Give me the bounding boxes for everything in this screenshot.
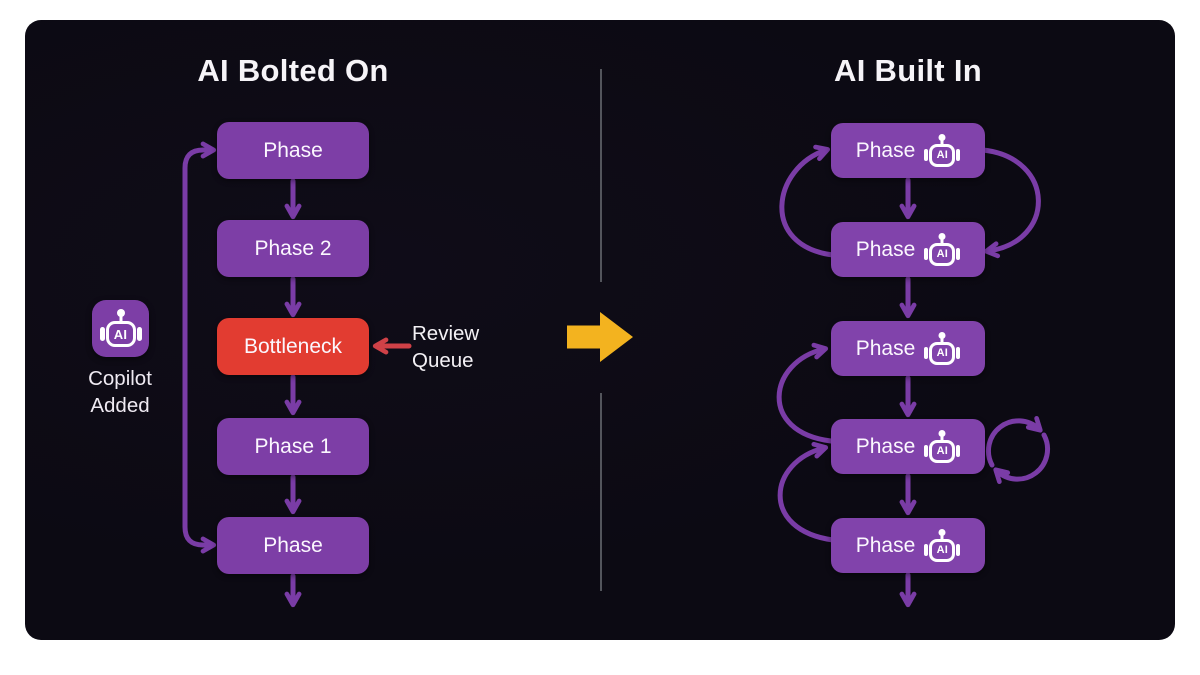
robot-head: AI xyxy=(929,440,956,463)
robot-ear-right xyxy=(956,544,961,556)
copilot-added-label: Copilot Added xyxy=(88,367,152,417)
robot-ear-left xyxy=(924,544,929,556)
phase-box: Phase xyxy=(217,122,369,179)
phase-box-ai: Phase AI xyxy=(831,123,985,178)
robot-antenna-stem xyxy=(119,316,122,322)
right-column-title: AI Built In xyxy=(834,53,982,88)
phase-box-ai: Phase AI xyxy=(831,419,985,474)
robot-ear-left xyxy=(924,347,929,359)
robot-ear-left xyxy=(924,445,929,457)
robot-ear-right xyxy=(956,445,961,457)
bottleneck-box: Bottleneck xyxy=(217,318,369,375)
phase-box: Phase 1 xyxy=(217,418,369,475)
robot-ear-right xyxy=(956,149,961,161)
ai-robot-icon: AI xyxy=(924,529,961,562)
ai-robot-icon: AI xyxy=(924,233,961,266)
robot-antenna-dot xyxy=(938,430,946,437)
ai-robot-icon: AI xyxy=(924,134,961,167)
robot-antenna-stem xyxy=(940,338,944,343)
robot-antenna-dot xyxy=(116,309,125,317)
robot-head: AI xyxy=(929,243,956,266)
phase-box-ai: Phase AI xyxy=(831,222,985,277)
review-queue-label: Review Queue xyxy=(412,322,480,372)
robot-antenna-stem xyxy=(940,239,944,244)
phase-box: Phase 2 xyxy=(217,220,369,277)
copilot-app-icon: AI xyxy=(92,300,149,357)
robot-antenna-stem xyxy=(940,436,944,441)
phase-box: Phase xyxy=(217,517,369,574)
ai-robot-icon: AI xyxy=(924,332,961,365)
robot-head: AI xyxy=(929,342,956,365)
robot-ear-left xyxy=(99,327,105,341)
robot-antenna-dot xyxy=(938,233,946,240)
ai-robot-icon: AI xyxy=(924,430,961,463)
left-column-title: AI Bolted On xyxy=(197,53,389,88)
dark-panel xyxy=(25,20,1175,640)
robot-ear-right xyxy=(956,347,961,359)
robot-ear-right xyxy=(956,248,961,260)
robot-ear-left xyxy=(924,149,929,161)
robot-head: AI xyxy=(929,144,956,167)
ai-robot-icon: AI xyxy=(99,309,142,348)
phase-box-ai: Phase AI xyxy=(831,518,985,573)
robot-antenna-dot xyxy=(938,529,946,536)
robot-antenna-stem xyxy=(940,140,944,145)
robot-antenna-stem xyxy=(940,535,944,540)
phase-box-ai: Phase AI xyxy=(831,321,985,376)
robot-ear-left xyxy=(924,248,929,260)
robot-ear-right xyxy=(136,327,142,341)
robot-head: AI xyxy=(105,321,136,347)
robot-antenna-dot xyxy=(938,332,946,339)
robot-antenna-dot xyxy=(938,134,946,141)
robot-head: AI xyxy=(929,539,956,562)
